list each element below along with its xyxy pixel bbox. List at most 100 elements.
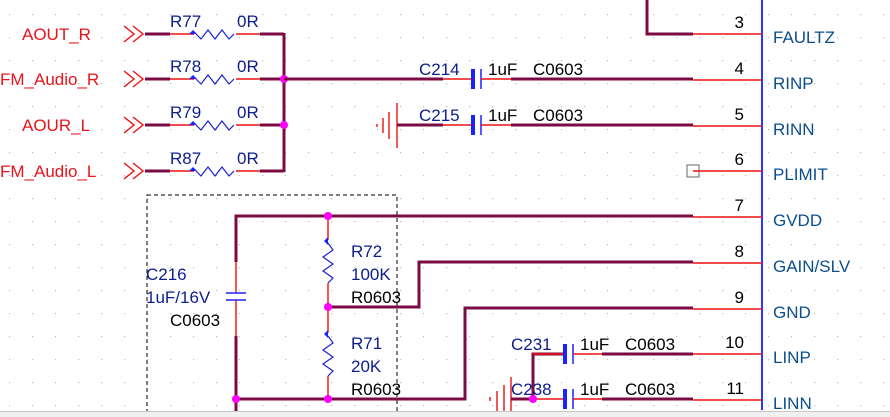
grid-dot: [469, 336, 471, 338]
resistor-r72[interactable]: R72 100K R0603: [321, 216, 401, 307]
grid-dot: [400, 244, 402, 246]
grid-dot: [538, 382, 540, 384]
grid-dot: [561, 83, 563, 85]
component-value: 0R: [237, 103, 259, 122]
grid-dot: [837, 198, 839, 200]
grid-dot: [423, 198, 425, 200]
grid-dot: [791, 175, 793, 177]
grid-dot: [722, 37, 724, 39]
grid-dot: [9, 359, 11, 361]
resistor-r79[interactable]: R79 0R: [145, 103, 284, 131]
grid-dot: [147, 313, 149, 315]
grid-dot: [722, 267, 724, 269]
grid-dot: [676, 267, 678, 269]
grid-dot: [768, 83, 770, 85]
gain-slv-wire[interactable]: [328, 260, 693, 309]
gnd-wire[interactable]: [236, 306, 693, 401]
grid-dot: [722, 83, 724, 85]
grid-dot: [331, 106, 333, 108]
capacitor-c215[interactable]: C215 1uF C0603: [376, 103, 693, 148]
grid-dot: [561, 244, 563, 246]
grid-dot: [331, 359, 333, 361]
grid-dot: [354, 221, 356, 223]
resistor-r71[interactable]: R71 20K R0603: [321, 307, 401, 399]
grid-dot: [584, 198, 586, 200]
grid-dot: [814, 106, 816, 108]
capacitor-c216[interactable]: C216 1uF/16V C0603: [146, 262, 246, 336]
pin-number: 6: [735, 150, 744, 169]
grid-dot: [423, 175, 425, 177]
component-value: 0R: [237, 12, 259, 31]
grid-dot: [561, 290, 563, 292]
net-port-fm-audio-r[interactable]: FM_Audio_R: [0, 70, 145, 89]
grid-dot: [469, 175, 471, 177]
junction-dot: [232, 395, 240, 403]
grid-dot: [377, 267, 379, 269]
net-port-fm-audio-l[interactable]: FM_Audio_L: [0, 162, 145, 181]
grid-dot: [860, 83, 862, 85]
grid-dot: [561, 152, 563, 154]
grid-dot: [699, 267, 701, 269]
grid-dot: [377, 359, 379, 361]
grid-dot: [400, 267, 402, 269]
grid-dot: [538, 244, 540, 246]
resistor-r77[interactable]: R77 0R: [145, 12, 284, 40]
grid-dot: [837, 244, 839, 246]
capacitor-c231[interactable]: C231 1uF C0603: [511, 335, 693, 364]
grid-dot: [515, 129, 517, 131]
grid-dot: [469, 37, 471, 39]
pin-name: GAIN/SLV: [773, 257, 851, 276]
gvdd-wire[interactable]: [234, 214, 693, 262]
net-port-aour-l[interactable]: AOUR_L: [22, 116, 145, 135]
grid-dot: [515, 221, 517, 223]
grid-dot: [538, 290, 540, 292]
grid-dot: [55, 129, 57, 131]
grid-dot: [837, 267, 839, 269]
grid-dot: [538, 175, 540, 177]
grid-dot: [78, 267, 80, 269]
grid-dot: [377, 83, 379, 85]
grid-dot: [630, 382, 632, 384]
net-port-aout-r[interactable]: AOUT_R: [22, 25, 145, 44]
grid-dot: [515, 267, 517, 269]
grid-dot: [630, 14, 632, 16]
resistor-r87[interactable]: R87 0R: [145, 149, 284, 177]
faultz-wire[interactable]: [645, 0, 693, 36]
grid-dot: [791, 359, 793, 361]
grid-dot: [193, 198, 195, 200]
grid-dot: [492, 129, 494, 131]
grid-dot: [262, 83, 264, 85]
grid-dot: [538, 14, 540, 16]
grid-dot: [78, 106, 80, 108]
grid-dot: [216, 382, 218, 384]
grid-dot: [193, 106, 195, 108]
grid-dot: [147, 152, 149, 154]
grid-dot: [354, 60, 356, 62]
grid-dot: [745, 244, 747, 246]
grid-dot: [308, 175, 310, 177]
grid-dot: [308, 198, 310, 200]
grid-dot: [170, 152, 172, 154]
pin1-marker-icon: [189, 167, 197, 171]
grid-dot: [101, 175, 103, 177]
grid-dot: [837, 37, 839, 39]
grid-dot: [745, 313, 747, 315]
grid-dot: [147, 14, 149, 16]
grid-dot: [538, 83, 540, 85]
capacitor-c214[interactable]: C214 1uF C0603: [284, 60, 693, 89]
grid-dot: [32, 405, 34, 407]
grid-dot: [354, 336, 356, 338]
grid-dot: [193, 221, 195, 223]
grid-dot: [78, 221, 80, 223]
grid-dot: [285, 313, 287, 315]
